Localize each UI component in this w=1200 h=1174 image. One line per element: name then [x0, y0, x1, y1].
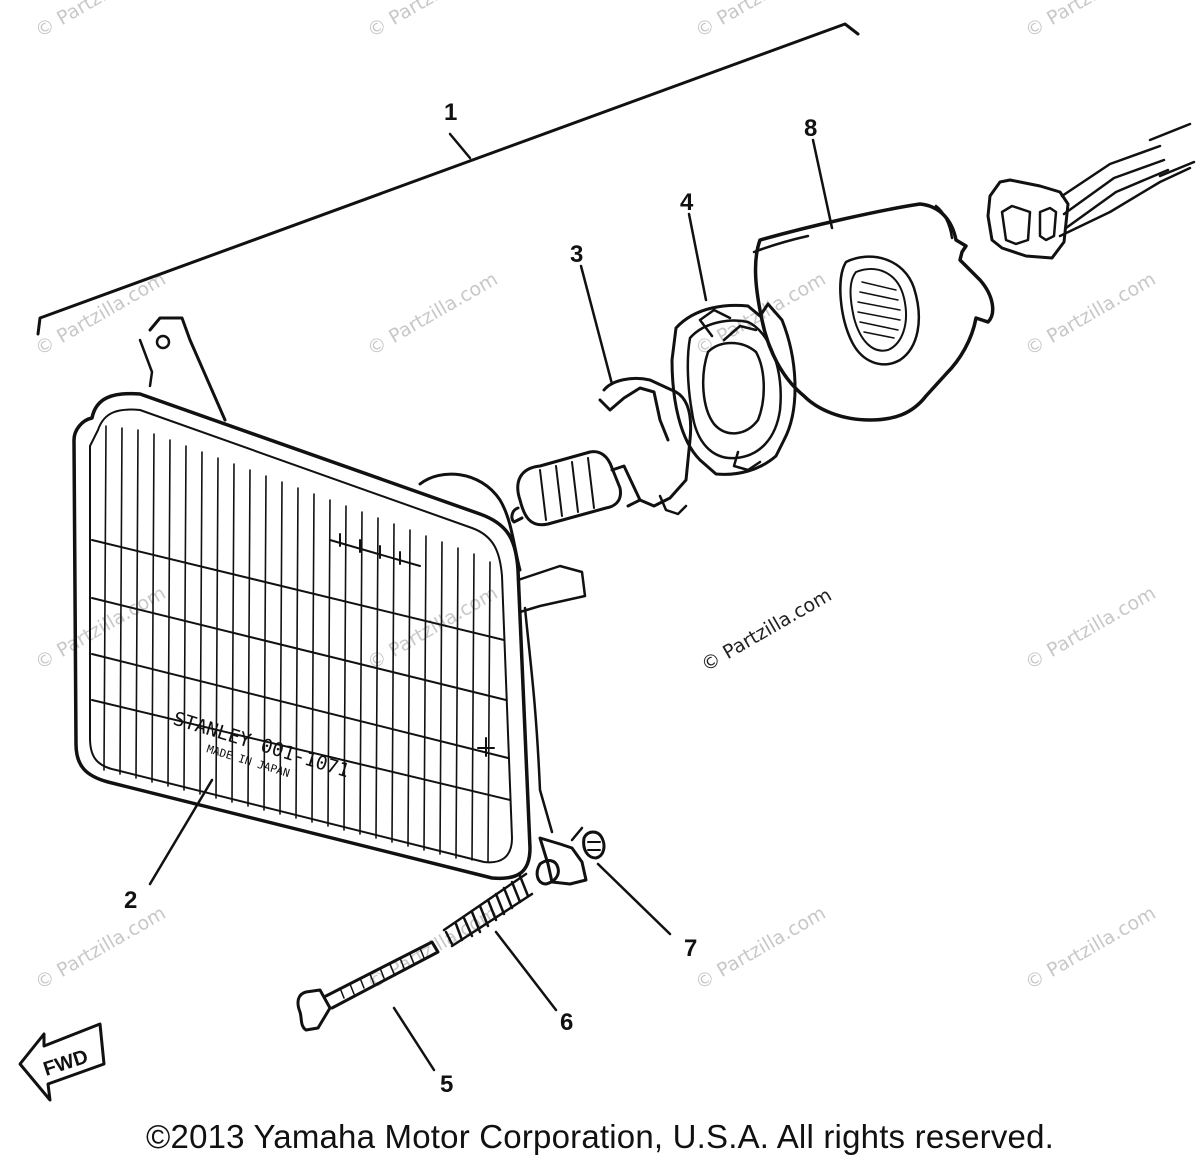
bulb: [510, 376, 693, 527]
callout-3: 3: [570, 241, 583, 268]
watermark: © Partzilla.com: [32, 582, 170, 674]
watermark: © Partzilla.com: [364, 268, 502, 360]
watermark: © Partzilla.com: [1022, 268, 1160, 360]
leader-lines: [148, 138, 834, 1072]
callout-5: 5: [440, 1071, 453, 1098]
callout-6: 6: [560, 1009, 573, 1036]
spring: [442, 859, 560, 948]
watermark: © Partzilla.com: [692, 902, 830, 994]
callout-8: 8: [804, 115, 817, 142]
watermark-layer: © Partzilla.com © Partzilla.com © Partzi…: [32, 0, 1160, 994]
assembly-bracket: [36, 22, 860, 336]
callout-2: 2: [124, 887, 137, 914]
fwd-label: FWD: [41, 1046, 91, 1081]
callout-7: 7: [684, 935, 697, 962]
watermark: © Partzilla.com: [1022, 582, 1160, 674]
callout-1: 1: [444, 99, 457, 126]
watermark: © Partzilla.com: [1022, 902, 1160, 994]
retaining-ring: [670, 302, 797, 476]
watermark: © Partzilla.com: [364, 0, 502, 42]
watermark: © Partzilla.com: [32, 0, 170, 42]
nut: [582, 830, 606, 860]
wiring-connector: [986, 122, 1196, 260]
fwd-arrow: FWD: [18, 1022, 106, 1102]
watermark: © Partzilla.com: [32, 902, 170, 994]
adjusting-screw: [296, 940, 440, 1032]
copyright-notice: ©2013 Yamaha Motor Corporation, U.S.A. A…: [146, 1118, 1054, 1155]
watermark-center: © Partzilla.com: [698, 584, 836, 676]
callout-numbers: 1 2 3 4 5 6 7 8: [124, 99, 817, 1098]
watermark: © Partzilla.com: [364, 582, 502, 674]
socket-cover: [752, 202, 995, 422]
callout-4: 4: [680, 189, 694, 216]
watermark: © Partzilla.com: [1022, 0, 1160, 42]
